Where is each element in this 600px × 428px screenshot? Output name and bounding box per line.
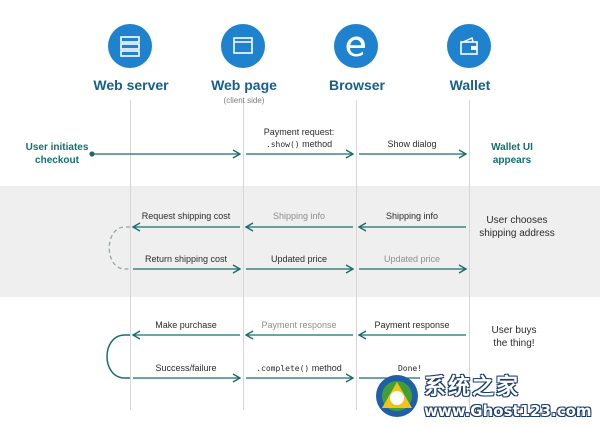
note-user-initiates-checkout: User initiates checkout xyxy=(25,142,89,166)
lifeline-wallet xyxy=(469,100,470,410)
actor-web-page-circle xyxy=(221,24,265,68)
msg-done: Done! xyxy=(337,362,483,375)
server-icon xyxy=(120,36,140,57)
actor-web-page-label: Web page xyxy=(211,77,277,93)
msg-return-shipping-cost: Return shipping cost xyxy=(144,254,228,264)
server-purchase-loop xyxy=(106,334,130,379)
actor-wallet-circle xyxy=(447,24,491,68)
lifeline-web-server xyxy=(130,100,131,410)
msg-shipping-info-muted: Shipping info xyxy=(272,211,326,221)
actor-browser-circle xyxy=(334,24,378,68)
actor-web-server-label: Web server xyxy=(93,77,169,93)
watermark-logo-icon xyxy=(376,375,418,417)
msg-complete-method: .complete() method xyxy=(224,362,374,375)
msg-payment-response-muted: Payment response xyxy=(261,320,337,330)
site-watermark: 系统之家 www.Ghost123.com xyxy=(372,366,600,428)
edge-logo-icon xyxy=(346,36,365,57)
msg-shipping-info: Shipping info xyxy=(385,211,439,221)
start-dot xyxy=(89,151,95,157)
note-user-buys: User buys the thing! xyxy=(491,325,537,349)
browser-window-icon xyxy=(233,37,253,54)
actor-web-server-circle xyxy=(108,24,152,68)
msg-request-shipping-cost: Request shipping cost xyxy=(141,211,231,221)
note-wallet-ui-appears: Wallet UI appears xyxy=(491,142,533,166)
msg-payment-request-line1: Payment request: xyxy=(263,127,335,137)
actor-wallet-label: Wallet xyxy=(449,77,491,93)
msg-payment-request: Payment request: .show() method xyxy=(224,126,374,151)
actor-web-page-sublabel: (client side) xyxy=(223,96,265,105)
msg-done-text: Done! xyxy=(397,364,423,373)
actor-browser-label: Browser xyxy=(328,77,386,93)
msg-payment-response: Payment response xyxy=(374,320,450,330)
msg-show-code: .show() xyxy=(265,140,300,149)
msg-complete-code: .complete() xyxy=(256,364,310,373)
note-user-chooses-shipping: User chooses shipping address xyxy=(479,215,555,239)
lifeline-web-page xyxy=(243,100,244,410)
watermark-url: www.Ghost123.com xyxy=(424,402,592,420)
lifeline-browser xyxy=(356,100,357,410)
wallet-icon xyxy=(460,36,478,55)
msg-make-purchase: Make purchase xyxy=(155,320,217,330)
msg-updated-price-muted: Updated price xyxy=(383,254,441,264)
msg-complete-suffix: method xyxy=(309,363,342,373)
shipping-phase-band xyxy=(0,186,600,297)
watermark-title: 系统之家 xyxy=(424,375,521,400)
msg-updated-price: Updated price xyxy=(270,254,328,264)
msg-show-suffix: method xyxy=(299,139,333,149)
msg-success-failure: Success/failure xyxy=(155,363,217,373)
msg-show-dialog: Show dialog xyxy=(387,139,437,149)
